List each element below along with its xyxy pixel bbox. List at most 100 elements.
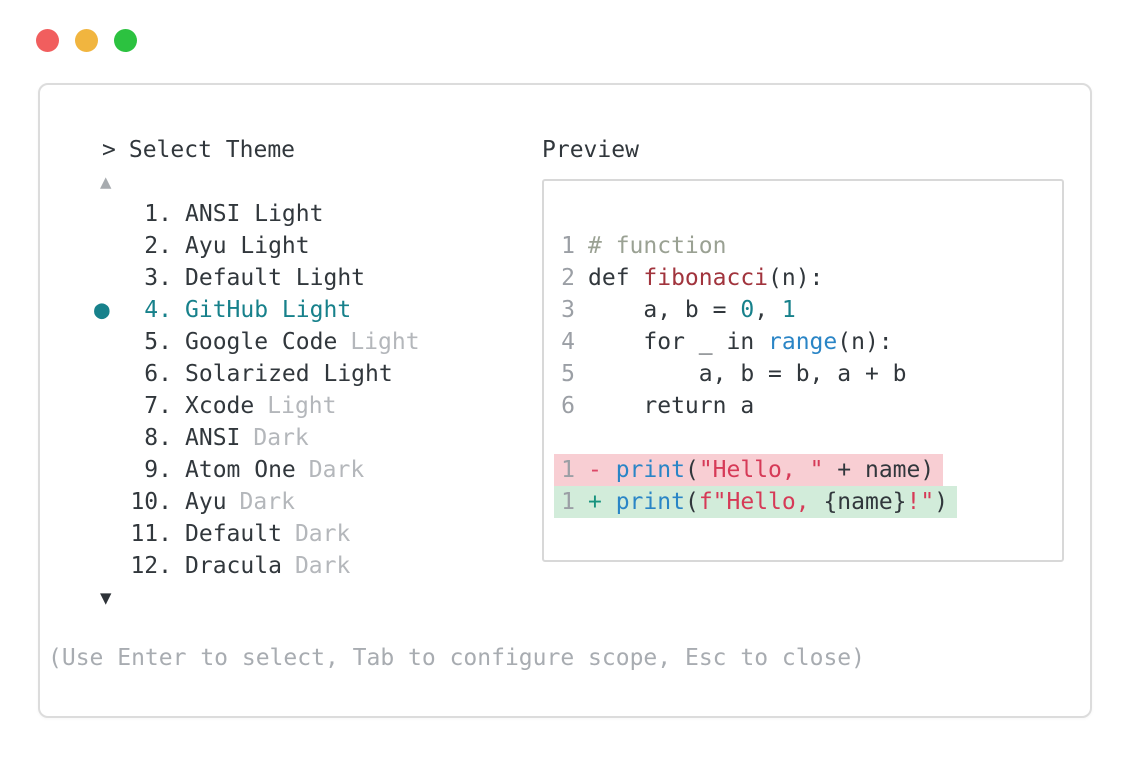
theme-list-item[interactable]: 9. Atom One Dark [94,454,540,486]
code-token: + name) [823,457,935,483]
line-number: 1 [561,489,575,515]
code-token: (n): [768,265,824,291]
blank-line [560,422,1062,454]
line-number: 2 [561,265,575,291]
item-number: 7. [144,393,172,419]
theme-list-item[interactable]: 11. Default Dark [94,518,540,550]
code-line: 6 return a [560,390,1062,422]
line-number: 1 [561,457,575,483]
zoom-button[interactable] [114,29,137,52]
code-token: # function [588,233,727,259]
code-line: 3 a, b = 0, 1 [560,294,1062,326]
line-number: 1 [561,233,575,259]
code-token: "Hello, " [698,457,824,483]
item-name: Default Light [185,265,366,291]
item-variant: Dark [294,553,351,579]
line-number: 6 [561,393,575,419]
item-variant: Dark [239,489,295,515]
item-name: ANSI Light [185,201,324,227]
item-name: Google Code [185,329,338,355]
code-token: print [615,489,685,515]
item-name: Default [185,521,282,547]
minimize-button[interactable] [75,29,98,52]
code-token: 0 [740,297,755,323]
item-number: 6. [144,361,172,387]
theme-list-item[interactable]: 10. Ayu Dark [94,486,540,518]
help-text: (Use Enter to select, Tab to configure s… [48,645,865,671]
theme-list-item[interactable]: 1. ANSI Light [94,198,540,230]
theme-list-item[interactable]: 12. Dracula Dark [94,550,540,582]
prompt-chevron-icon: > [102,137,116,163]
code-token: return a [588,393,755,419]
item-variant: Light [267,393,337,419]
selected-marker-icon: ● [94,295,110,325]
item-name: Xcode [185,393,255,419]
code-token: ) [934,489,949,515]
window-controls [36,29,137,52]
theme-list-item[interactable]: 7. Xcode Light [94,390,540,422]
item-number: 2. [144,233,172,259]
item-number: 11. [130,521,172,547]
code-token: ( [684,489,699,515]
line-number: 3 [561,297,575,323]
item-name: ANSI [185,425,241,451]
code-token: range [768,329,838,355]
item-name: Dracula [185,553,282,579]
item-name: Ayu Light [185,233,310,259]
code-token: fibonacci [643,265,769,291]
code-token: {name} [823,489,907,515]
code-token: !" [906,489,935,515]
close-button[interactable] [36,29,59,52]
item-number: 4. [144,297,172,323]
item-variant: Dark [253,425,309,451]
theme-list-item[interactable]: 8. ANSI Dark [94,422,540,454]
code-token: , [754,297,782,323]
item-variant: Dark [294,521,351,547]
diff-line-added: 1 + print(f"Hello, {name}!") [554,486,1062,518]
theme-list: 1. ANSI Light 2. Ayu Light 3.Default Light● 4… [94,198,540,582]
item-variant: Dark [308,457,365,483]
diff-line-removed: 1- print("Hello, " + name) [554,454,1062,486]
item-name: Solarized Light [185,361,393,387]
code-token: for _ in [588,329,769,355]
code-token: 1 [781,297,796,323]
theme-picker-pane: > Select Theme ▲ 1. ANSI Light 2. Ayu Light 3… [94,134,540,614]
code-token: a, b = [588,297,741,323]
code-token: print [615,457,685,483]
item-name: Ayu [185,489,227,515]
item-name: Atom One [185,457,296,483]
line-number: 4 [561,329,575,355]
code-token: f"Hello, [698,489,824,515]
preview-title: Preview [542,137,639,163]
diff-highlight: 1- print("Hello, " + name) [554,454,944,486]
theme-picker-title: Select Theme [128,137,296,163]
item-number: 8. [144,425,172,451]
code-line: 1 # function [560,230,1062,262]
app-window: > Select Theme ▲ 1. ANSI Light 2. Ayu Light 3… [38,83,1092,718]
theme-list-item[interactable]: 2. Ayu Light [94,230,540,262]
code-line: 4 for _ in range(n): [560,326,1062,358]
code-token: - [588,457,616,483]
item-number: 1. [144,201,172,227]
scroll-up-icon[interactable]: ▲ [100,171,112,193]
item-name: GitHub Light [185,297,352,323]
item-number: 12. [130,553,172,579]
item-number: 10. [130,489,172,515]
theme-list-item[interactable]: 6. Solarized Light [94,358,540,390]
line-number: 5 [561,361,575,387]
code-token: a, b = b, a + b [588,361,907,387]
code-line: 5 a, b = b, a + b [560,358,1062,390]
theme-list-item[interactable]: 3.Default Light [94,262,540,294]
theme-list-item[interactable]: ● 4. GitHub Light [94,294,540,326]
code-token: + [588,489,616,515]
scroll-down-icon[interactable]: ▼ [100,587,112,609]
theme-picker-header: > Select Theme [102,134,540,166]
code-token: (n): [837,329,893,355]
item-number: 9. [144,457,172,483]
item-variant: Light [350,329,420,355]
